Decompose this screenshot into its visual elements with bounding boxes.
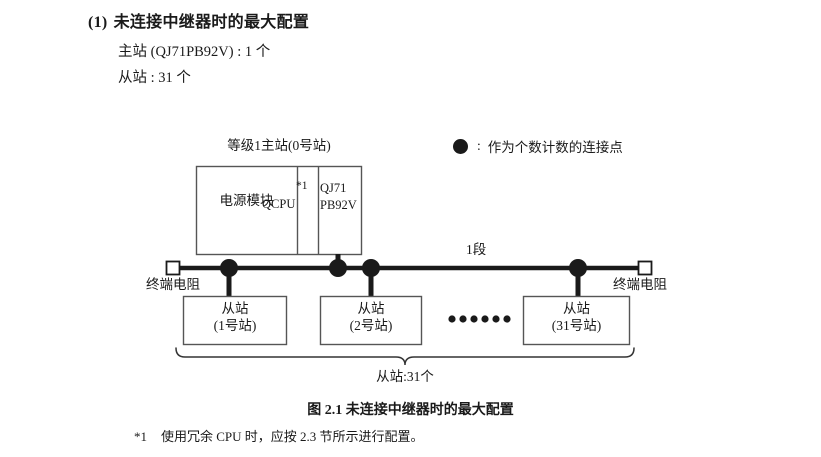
module-label-power: 电源模块 (219, 193, 274, 208)
terminator-left-symbol (165, 260, 181, 276)
slave-count-label: 从站:31个 (376, 369, 434, 384)
figure-caption: 图 2.1 未连接中继器时的最大配置 (307, 403, 514, 418)
slave-station-box-1 (182, 295, 288, 346)
slave-station-box-31 (522, 295, 631, 346)
spec-line-master: 主站 (QJ71PB92V) : 1 个 (118, 44, 271, 60)
module-label-network-line2: PB92V (320, 197, 357, 212)
section-number: (1) (88, 14, 108, 31)
ellipsis-dots (448, 315, 511, 323)
connection-point-dot-icon (453, 138, 468, 154)
legend-colon: : (477, 138, 481, 153)
slave-1-line1: 从站 (221, 301, 249, 316)
legend-label: 作为个数计数的连接点 (487, 140, 623, 155)
master-rack-box (195, 165, 363, 256)
slave-2-line1: 从站 (357, 301, 385, 316)
connection-node-master (329, 259, 347, 277)
terminator-left-label: 终端电阻 (146, 277, 200, 292)
slave-station-box-2 (319, 295, 423, 346)
slave-31-line1: 从站 (563, 301, 590, 316)
section-title: 未连接中继器时的最大配置 (113, 14, 310, 31)
slave-count-brace (175, 347, 635, 366)
slave-station-label-31: 从站 (31号站) (523, 301, 630, 335)
terminator-right-symbol (637, 260, 653, 276)
module-label-cpu: QCPU (262, 197, 296, 211)
module-label-network-line1: QJ71 (320, 181, 347, 195)
slave-station-label-1: 从站 (1号站) (183, 301, 287, 335)
section-heading: (1) 未连接中继器时的最大配置 (88, 8, 309, 32)
segment-label: 1段 (466, 242, 487, 257)
footnote: *1 使用冗余 CPU 时，应按 2.3 节所示进行配置。 (134, 426, 424, 445)
footnote-text: 使用冗余 CPU 时，应按 2.3 节所示进行配置。 (161, 429, 424, 444)
legend: : 作为个数计数的连接点 (453, 136, 623, 156)
slave-1-line2: (1号站) (213, 317, 257, 333)
module-label-network: QJ71 PB92V (320, 180, 364, 214)
master-rack-title: 等级1主站(0号站) (227, 138, 331, 153)
footnote-mark: *1 (134, 429, 147, 444)
slave-31-line2: (31号站) (551, 317, 602, 333)
terminator-right-label: 终端电阻 (613, 277, 667, 292)
slave-2-line2: (2号站) (349, 317, 393, 333)
spec-line-slave: 从站 : 31 个 (118, 70, 191, 86)
cpu-footnote-mark: *1 (296, 180, 308, 192)
slave-station-label-2: 从站 (2号站) (320, 301, 422, 335)
